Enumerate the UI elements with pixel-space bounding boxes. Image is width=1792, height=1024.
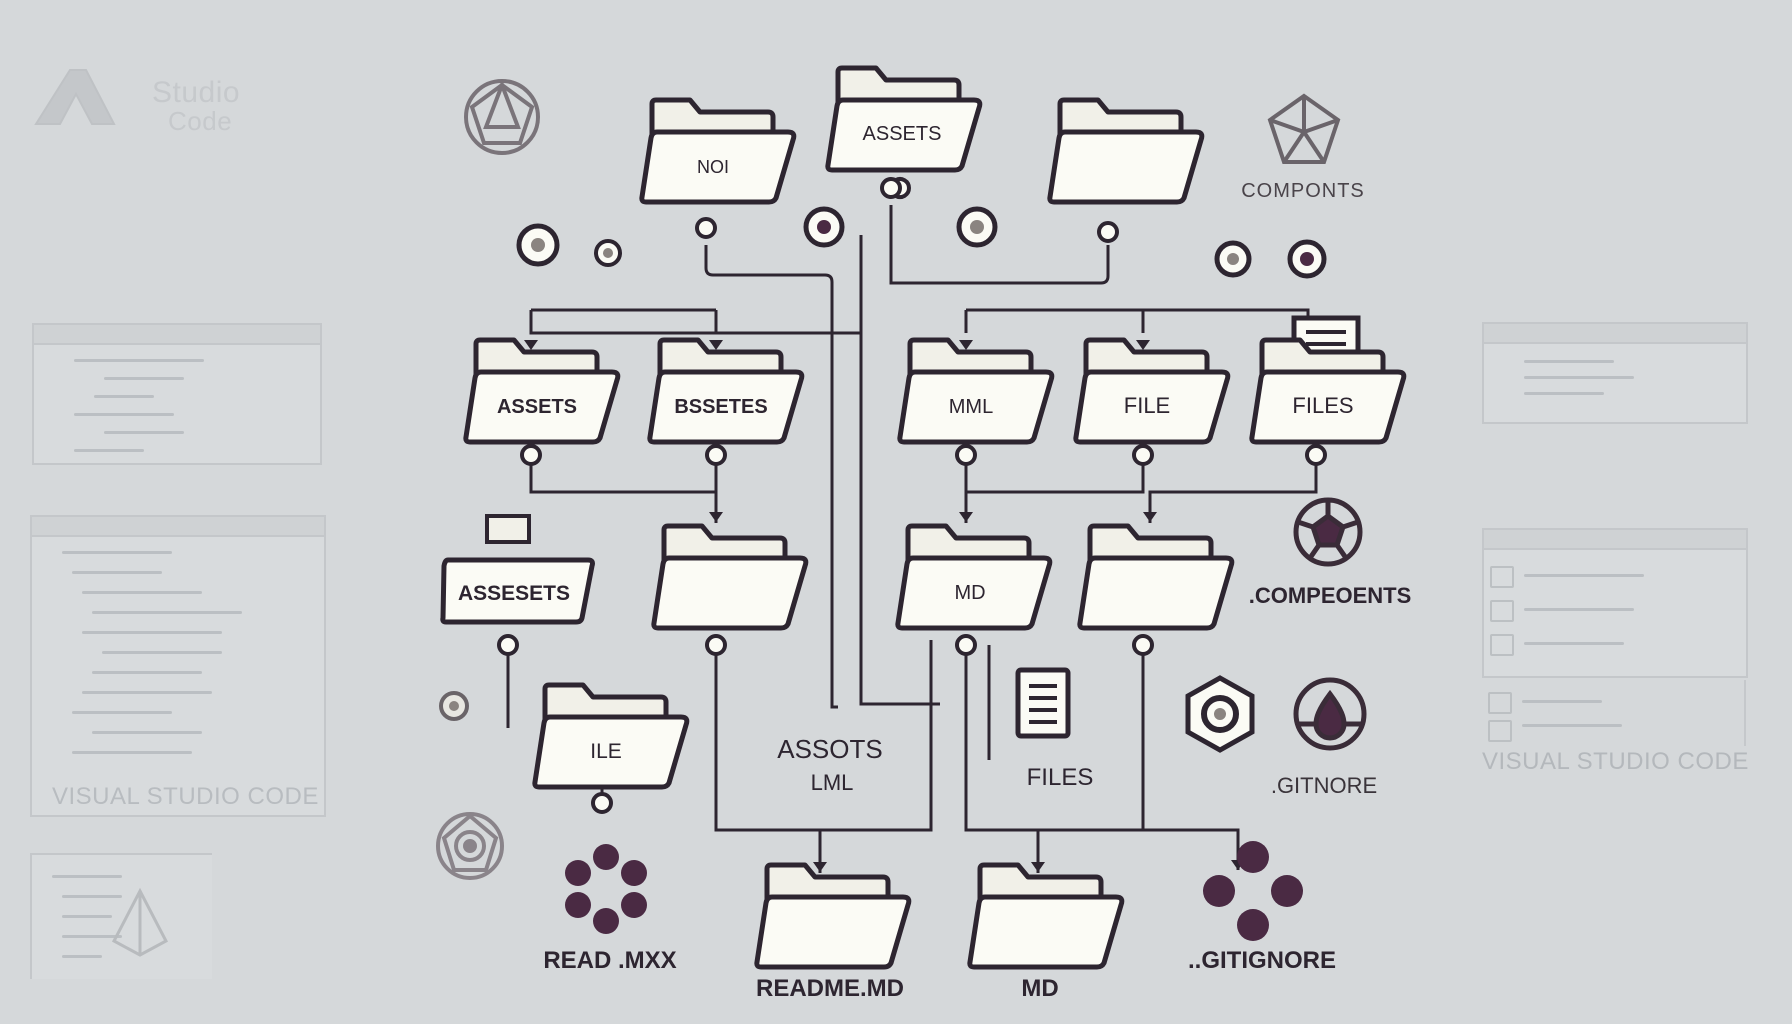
folder-top-center[interactable]: ASSETS [828,68,980,170]
folder-label: ASSESETS [458,582,570,605]
label-lml: LML [811,770,854,795]
label-gitnore: .GITNORE [1271,773,1377,798]
folder-top-right[interactable] [1050,100,1202,202]
folder-label: MD [954,582,985,604]
label-gitignore: ..GITIGNORE [1188,947,1336,974]
folder-label: ILE [590,740,622,763]
react-polygon-icon [464,79,540,155]
folder-label: ASSETS [863,123,942,145]
label-readme-mxx: READ .MXX [543,947,676,974]
ring-decorations [439,206,1327,721]
label-assots: ASSOTS [777,734,882,764]
flower-icon [1293,497,1363,567]
gem-icon [1267,93,1341,164]
drop-ring-icon [1293,677,1367,751]
folder-label: FILE [1124,393,1170,418]
label-md-bottom: MD [1021,975,1058,1002]
folder-mid-1[interactable]: ASSETS [466,340,618,442]
folder-low-4[interactable] [1080,526,1232,628]
vscode-label-right: VISUAL STUDIO CODE [1482,748,1749,775]
folder-mid-5[interactable]: FILES [1252,340,1404,442]
tag-box-icon [485,514,531,544]
label-readme-md: README.MD [756,975,904,1002]
folder-ile[interactable]: ILE [535,685,687,787]
brand-text-line1: Studio [152,76,241,109]
node-pins [497,177,1327,814]
connector-lines [506,205,1318,873]
window-panel-left-2: VISUAL STUDIO CODE [30,515,326,817]
folder-bottom-2[interactable] [970,865,1122,967]
vscode-label-left: VISUAL STUDIO CODE [52,783,319,810]
faint-gem-icon [111,887,169,957]
window-panel-left-1 [32,323,322,465]
folder-label: NOI [697,157,729,177]
window-panel-right-3 [1482,680,1746,746]
molecule-icon [565,844,647,934]
label-compeoents: .COMPEOENTS [1249,583,1412,608]
hexagon-ring-icon [1185,675,1255,753]
target-ring-icon [436,812,504,880]
folder-mid-2[interactable]: BSSETES [650,340,802,442]
folder-label: MML [949,396,993,418]
folder-low-2[interactable] [654,526,806,628]
window-panel-left-3 [30,853,212,979]
arrowheads [524,340,1245,872]
gitignore-molecule-icon [1203,841,1303,941]
folder-label: ASSETS [497,396,577,418]
folder-low-1[interactable]: ASSESETS [440,557,595,625]
label-components-top: COMPONTS [1241,180,1365,202]
brand-logo-icon [34,69,116,125]
folder-low-3[interactable]: MD [898,526,1050,628]
window-panel-right-1 [1482,322,1748,424]
brand-text-line2: Code [168,106,233,136]
folder-bottom-1[interactable] [757,865,909,967]
label-files: FILES [1027,764,1094,791]
folder-top-left[interactable]: NOI [642,100,794,202]
file-document-icon [1015,667,1071,739]
folder-mid-4[interactable]: FILE [1076,340,1228,442]
window-panel-right-2 [1482,528,1748,678]
folder-mid-3[interactable]: MML [900,340,1052,442]
folder-label: FILES [1292,393,1353,418]
folder-label: BSSETES [674,396,767,418]
